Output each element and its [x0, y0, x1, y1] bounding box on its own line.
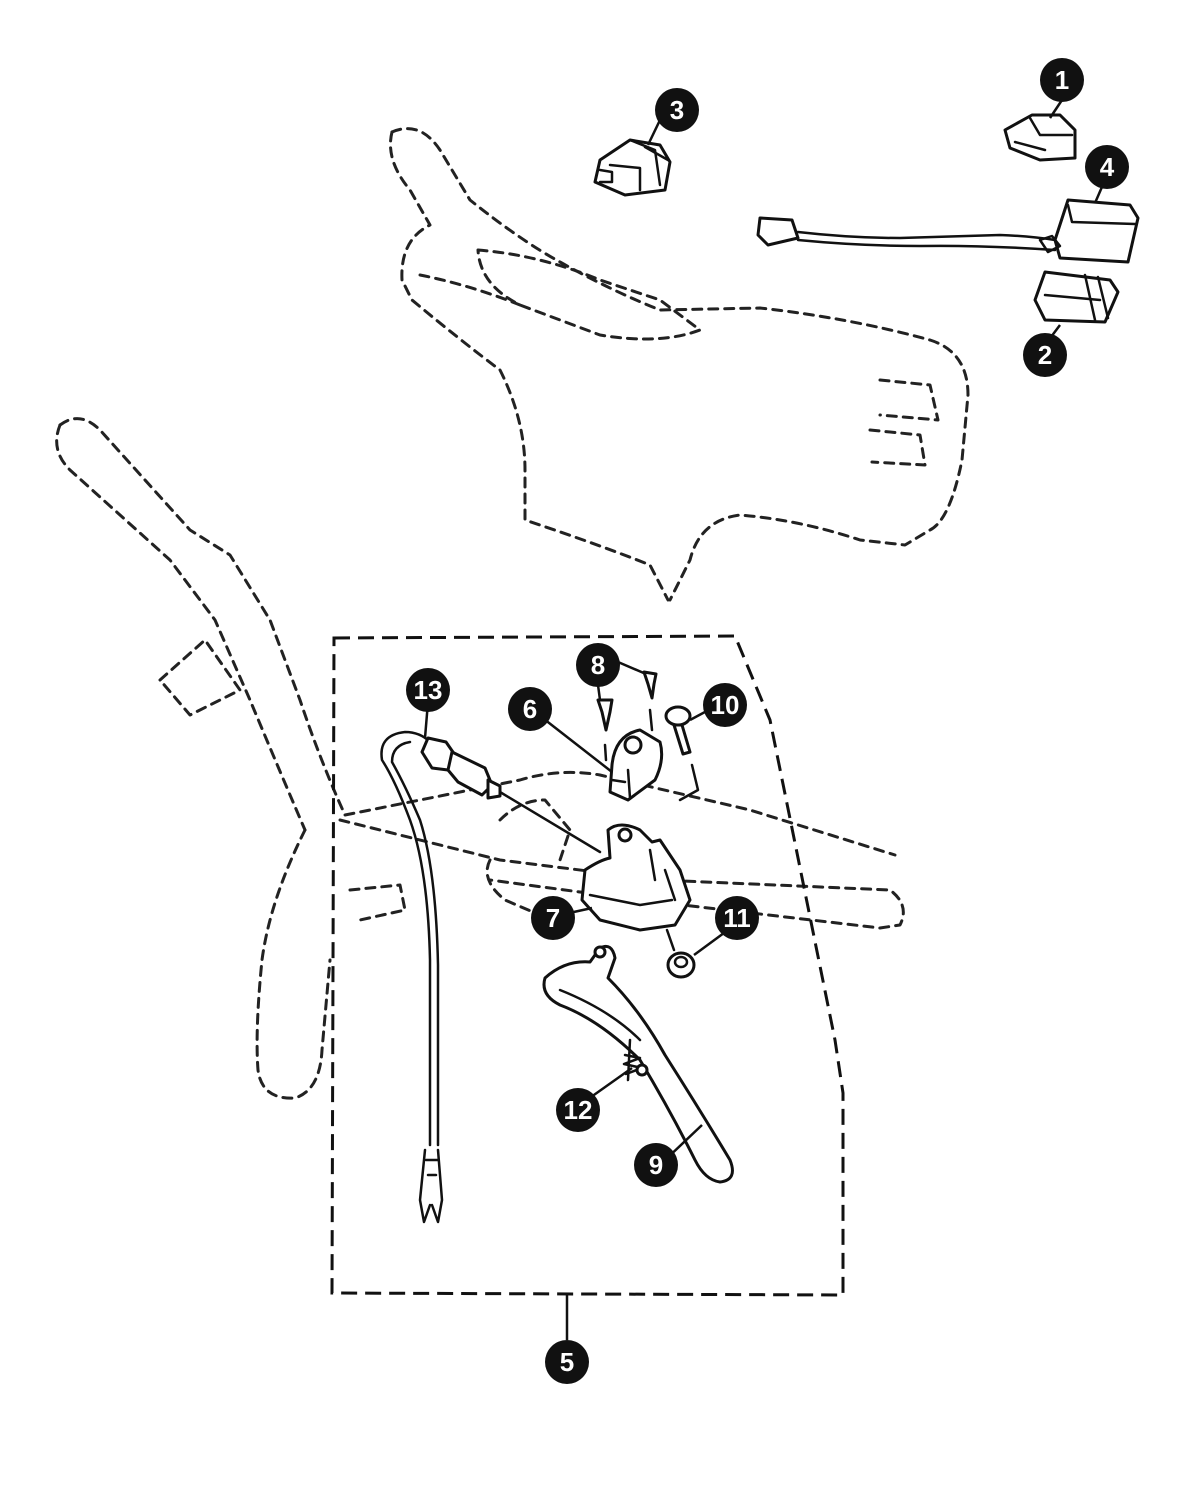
part-4-switch-lead [756, 198, 1140, 264]
callout-5: 5 [545, 1340, 589, 1384]
part-6-clamp [608, 728, 664, 802]
callout-12: 12 [556, 1088, 600, 1132]
callout-11-label: 11 [723, 903, 751, 933]
callout-7: 7 [531, 896, 575, 940]
callout-8: 8 [576, 643, 620, 687]
callout-5-label: 5 [560, 1347, 574, 1377]
part-11-nut [665, 928, 696, 979]
part-7-lever-mount [580, 823, 692, 932]
callout-10: 10 [703, 683, 747, 727]
callout-6: 6 [508, 687, 552, 731]
callout-13-label: 13 [414, 675, 443, 705]
callout-8-label: 8 [591, 650, 605, 680]
part-10-bolt [664, 705, 700, 802]
callout-12-label: 12 [564, 1095, 593, 1125]
callout-13: 13 [406, 668, 450, 712]
callout-9: 9 [634, 1143, 678, 1187]
part-1-connector [1003, 113, 1077, 162]
callout-3: 3 [655, 88, 699, 132]
callout-9-label: 9 [649, 1150, 663, 1180]
callout-2: 2 [1023, 333, 1067, 377]
callout-1: 1 [1040, 58, 1084, 102]
part-2-connector [1033, 270, 1120, 324]
part-3-switch [593, 138, 672, 197]
leader-lines [423, 99, 1107, 1340]
part-12-spring [622, 1038, 649, 1082]
callout-10-label: 10 [711, 690, 740, 720]
ghost-handlebar [55, 417, 905, 1100]
callout-2-label: 2 [1038, 340, 1052, 370]
callout-3-label: 3 [670, 95, 684, 125]
callout-6-label: 6 [523, 694, 537, 724]
callout-1-label: 1 [1055, 65, 1069, 95]
part-9-lever [542, 944, 734, 1184]
callout-11: 11 [715, 896, 759, 940]
callout-4-label: 4 [1100, 152, 1115, 182]
callout-4: 4 [1085, 145, 1129, 189]
part-8-screws [596, 670, 658, 762]
part-13-switch-cable [380, 730, 602, 1224]
callout-7-label: 7 [546, 903, 560, 933]
assembly-box [330, 634, 845, 1297]
ghost-switch-housing [388, 127, 970, 602]
